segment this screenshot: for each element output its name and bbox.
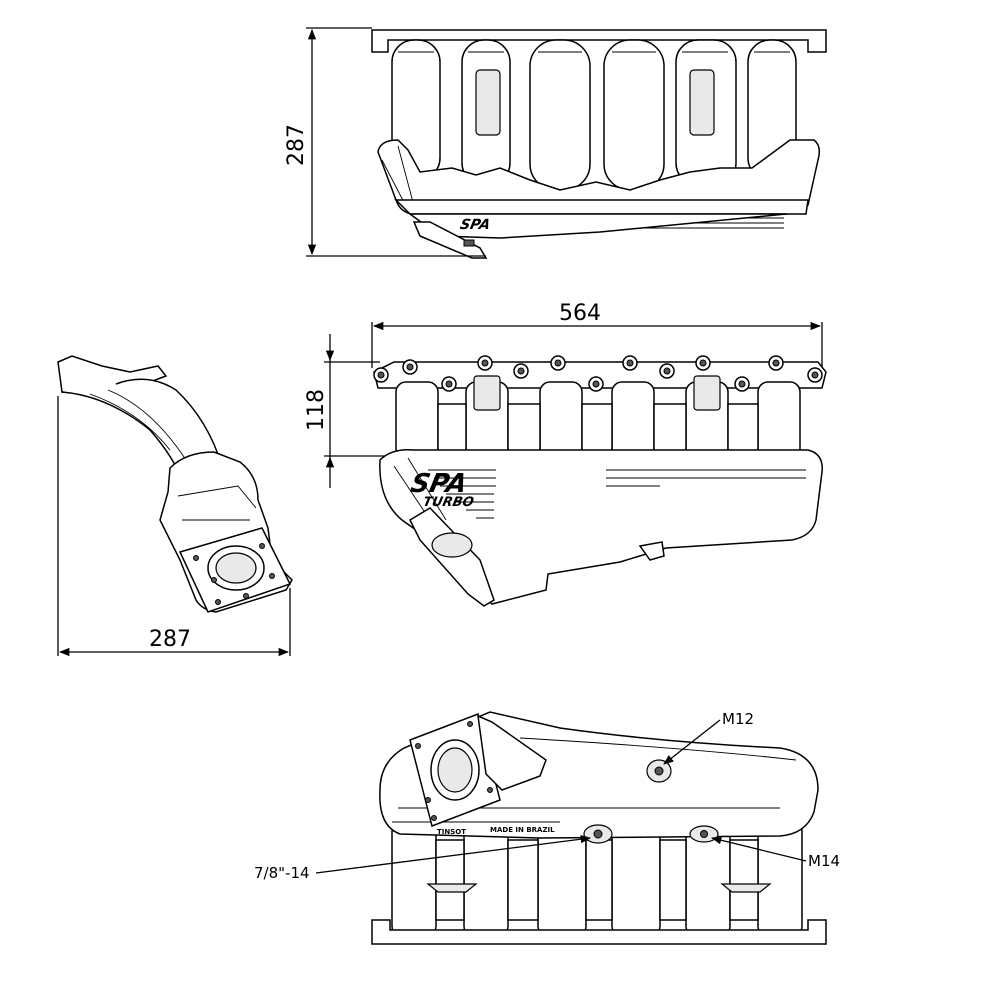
top-view-logo: SPA bbox=[458, 217, 491, 233]
front-view-bosses bbox=[373, 355, 827, 392]
side-view-width-label: 287 bbox=[149, 627, 191, 652]
casting-text-left: TINSOT bbox=[437, 828, 466, 836]
front-view-logo-sub: TURBO bbox=[422, 495, 475, 510]
casting-text-right: MADE IN BRAZIL bbox=[490, 826, 555, 834]
top-view: SPA 287 bbox=[284, 27, 827, 259]
front-view-runners bbox=[395, 375, 801, 459]
side-view: 287 bbox=[57, 355, 293, 657]
bottom-view-runners bbox=[391, 819, 803, 939]
front-view: 564 118 bbox=[304, 301, 827, 607]
front-view-height-label: 118 bbox=[304, 389, 329, 431]
front-view-width-label: 564 bbox=[559, 301, 601, 326]
callout-m14: M14 bbox=[808, 852, 840, 870]
front-view-logo-brand: SPA bbox=[408, 469, 470, 499]
front-view-stripes bbox=[428, 469, 806, 519]
callout-7-8-14: 7/8"-14 bbox=[254, 864, 310, 882]
top-view-height-label: 287 bbox=[284, 124, 309, 166]
bottom-view: TINSOT MADE IN BRAZIL M12 M14 7/8"-14 bbox=[254, 710, 840, 945]
callout-m12: M12 bbox=[722, 710, 754, 728]
